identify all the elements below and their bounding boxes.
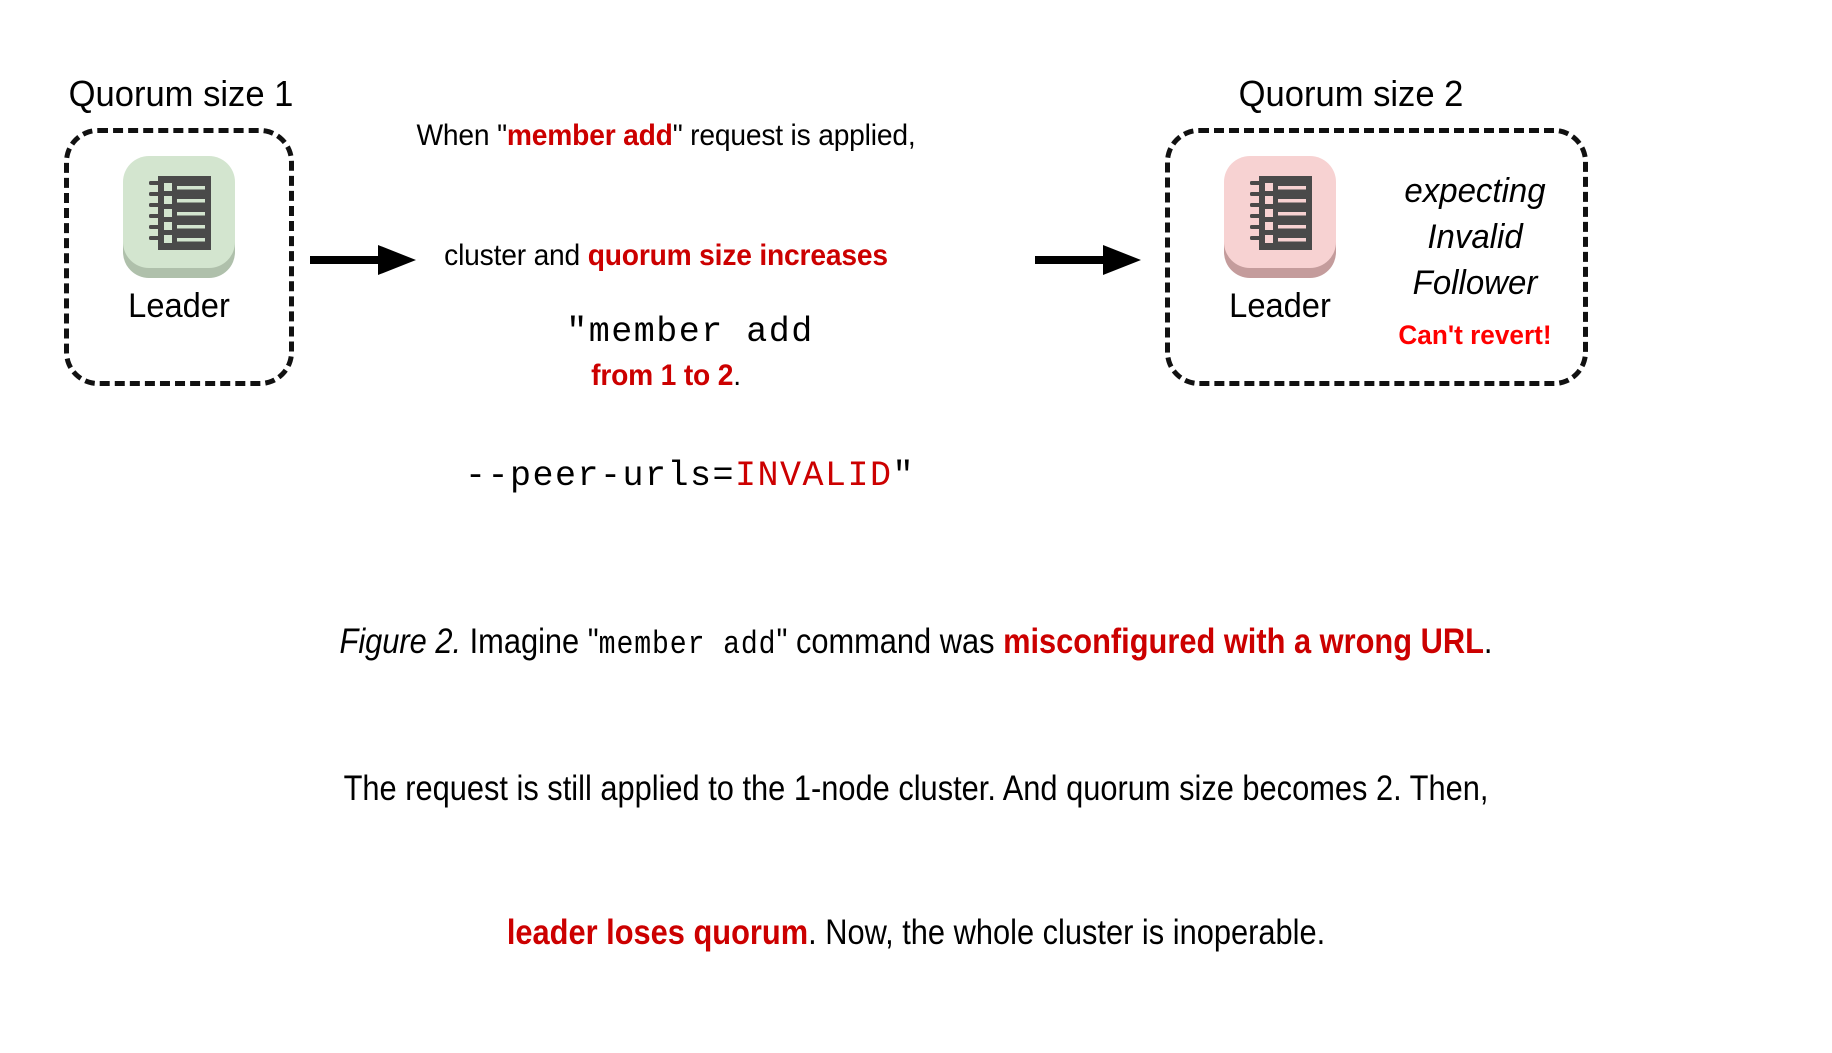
status-line-2: Invalid [1427,218,1523,256]
command-invalid-value: INVALID [735,456,893,496]
caption-l1-d: " command was [776,622,1004,661]
left-cluster-title: Quorum size 1 [68,73,294,114]
right-cluster-title: Quorum size 2 [1238,73,1464,114]
left-cluster-box [64,128,294,386]
caption-l1-f: . [1483,622,1493,661]
right-node-label: Leader [1229,287,1331,325]
status-warning-badge: Can't revert! [1398,320,1552,350]
top-caption-l1-suffix: " request is applied, [672,119,916,152]
right-node-icon-wrap [1221,154,1339,280]
right-cluster-node: Leader [1205,154,1355,326]
right-arrow-icon [310,245,416,275]
left-node-icon-wrap [120,154,238,280]
caption-line-2: The request is still applied to the 1-no… [343,769,1489,808]
caption-highlight-leader-loses-quorum: leader loses quorum [506,913,809,952]
top-caption-line-2: cluster and quorum size increases [337,236,995,276]
command-line-1: "member add [566,312,814,352]
top-explanation-caption: When "member add" request is applied, cl… [337,36,995,476]
caption-figure-number: Figure 2. [339,622,462,661]
command-text: "member add --peer-urls=INVALID" [440,212,940,596]
ledger-icon [1250,176,1312,250]
tile-surface [123,156,235,268]
caption-line-1: Figure 2. Imagine "member add" command w… [163,618,1670,669]
caption-line-3: leader loses quorum. Now, the whole clus… [163,909,1670,957]
status-line-3: Follower [1412,264,1538,302]
top-caption-l1-highlight: member add [506,119,673,152]
caption-command-literal: member add [598,626,777,663]
command-flag: --peer-urls= [464,456,735,496]
figure-caption: Figure 2. Imagine "member add" command w… [163,522,1670,1053]
left-cluster-node: Leader [104,154,254,326]
right-cluster-box [1165,128,1588,386]
top-caption-l3-highlight: from 1 to 2 [591,359,734,392]
caption-highlight-misconfigured: misconfigured with a wrong URL [1003,622,1484,661]
left-node-label: Leader [128,287,230,325]
top-caption-l1-prefix: When " [416,119,508,152]
tile-surface [1224,156,1336,268]
status-line-1: expecting [1404,172,1546,210]
ledger-icon [149,176,211,250]
top-caption-l3-period: . [733,359,741,392]
right-cluster-status: expecting Invalid Follower Can't revert! [1370,168,1580,352]
top-caption-line-3: from 1 to 2. [337,356,995,396]
caption-l3-b: . Now, the whole cluster is inoperable. [808,913,1326,952]
caption-l1-b: Imagine " [461,622,599,661]
right-arrow-icon [1035,245,1141,275]
command-line-2: --peer-urls=INVALID" [440,452,940,500]
top-caption-l2-prefix: cluster and [444,239,588,272]
top-caption-l2-highlight: quorum size increases [587,239,888,272]
figure-canvas: When "member add" request is applied, cl… [64,36,1588,952]
command-closing-quote: " [892,456,916,496]
top-caption-line-1: When "member add" request is applied, [337,116,995,156]
